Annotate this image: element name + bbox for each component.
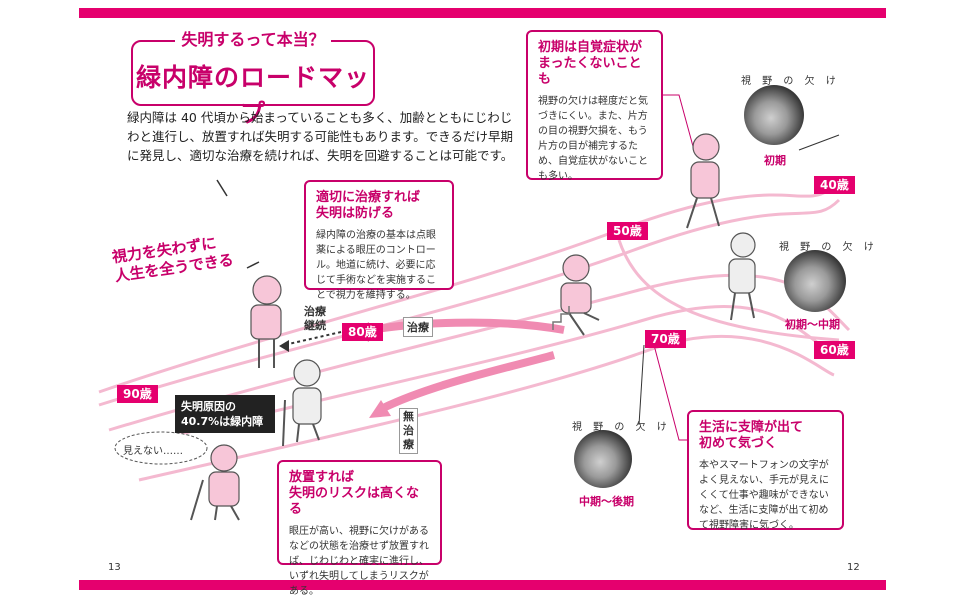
no-treatment-arrowhead (369, 400, 391, 418)
vision-lens-late (574, 430, 632, 488)
intro-text: 緑内障は 40 代頃から始まっていることも多く、加齢とともにじわじわと進行し、放… (127, 110, 514, 163)
speech-bubble (114, 431, 208, 465)
stage-early-label: 初期 (764, 154, 786, 167)
card-treat: 適切に治療すれば 失明は防げる 緑内障の治療の基本は点眼薬による眼圧のコントロー… (304, 180, 454, 301)
figure-60s-head (730, 232, 756, 258)
vision-lens-early (744, 85, 804, 145)
card-early-title: 初期は自覚症状が まったくないことも (538, 40, 643, 87)
speech-text: 見えない…… (123, 446, 183, 457)
figure-90s-head (293, 359, 321, 387)
road-line-4 (118, 304, 840, 452)
treatment-arrow (358, 318, 565, 336)
card-life: 生活に支障が出て 初めて気づく 本やスマートフォンの文字がよく見えない、手元が見… (687, 410, 844, 531)
age-marker-80: 80歳 (342, 323, 383, 341)
figure-blind-legs (190, 479, 240, 521)
figure-40s-head (692, 133, 720, 161)
stage-mid-label: 初期〜中期 (785, 318, 840, 331)
figure-90s-body (292, 387, 322, 425)
roadmap-illustration (98, 94, 851, 521)
figure-90s-legs (282, 399, 320, 447)
stairs (552, 306, 570, 330)
figure-80s-legs (258, 339, 275, 368)
book-spread: 失明するって本当？ 緑内障のロードマップ 緑内障は 40 代頃から始まっているこ… (79, 0, 886, 600)
age-marker-50: 50歳 (607, 222, 648, 240)
continue-arrow (283, 331, 342, 346)
no-treatment-arrow (377, 351, 556, 414)
page-number-right: 12 (847, 562, 860, 573)
treatment-tag: 治療 (403, 317, 433, 337)
figure-70s-body (560, 282, 592, 314)
figure-60s-legs (730, 292, 755, 321)
lens-caption-early: 視 野 の 欠 け (741, 76, 840, 87)
title-box: 失明するって本当？ 緑内障のロードマップ (131, 30, 375, 128)
continue-arrowhead (279, 340, 289, 352)
card-early: 初期は自覚症状が まったくないことも 視野の欠けは軽度だと気づきにくい。また、片… (526, 30, 663, 182)
page-number-left: 13 (108, 562, 121, 573)
road-line-5 (138, 334, 835, 482)
age-marker-90: 90歳 (117, 385, 158, 403)
age-marker-60: 60歳 (814, 341, 855, 359)
lens-caption-mid: 視 野 の 欠 け (779, 242, 878, 253)
figure-60s-body (728, 258, 756, 294)
card-life-title: 生活に支障が出て 初めて気づく (699, 420, 804, 451)
lens-caption-late: 視 野 の 欠 け (572, 422, 671, 433)
cause-badge: 失明原因の 40.7%は緑内障 (175, 395, 275, 433)
card-treat-title: 適切に治療すれば 失明は防げる (316, 190, 421, 221)
top-band (79, 8, 886, 18)
figure-40s-legs (686, 197, 720, 229)
sparkle-1 (216, 179, 228, 197)
figure-40s-body (690, 161, 720, 199)
leader-late (638, 344, 645, 426)
vision-lens-mid (784, 250, 846, 312)
figure-80s-body (250, 304, 282, 340)
card-neglect-title: 放置すれば 失明のリスクは高くなる (289, 470, 420, 517)
figure-blind-head (210, 444, 238, 472)
card-early-body: 視野の欠けは軽度だと気づきにくい。また、片方の目の視野欠損を、もう片方の目が補完… (538, 96, 648, 182)
leader-early (798, 134, 840, 151)
figure-blind-body (208, 471, 240, 507)
road-line-1 (98, 188, 830, 394)
card-neglect-body: 眼圧が高い、視野に欠けがあるなどの状態を治療せず放置すれば、じわじわと確実に進行… (289, 526, 429, 597)
figure-70s-head (562, 254, 590, 282)
card-treat-body: 緑内障の治療の基本は点眼薬による眼圧のコントロール。地道に続け、必要に応じて手術… (316, 230, 436, 301)
subtitle: 失明するって本当？ (175, 30, 331, 49)
card-life-body: 本やスマートフォンの文字がよく見えない、手元が見えにくくて仕事や趣味ができないな… (699, 460, 829, 531)
card-neglect: 放置すれば 失明のリスクは高くなる 眼圧が高い、視野に欠けがあるなどの状態を治療… (277, 460, 442, 597)
age-marker-70: 70歳 (645, 330, 686, 348)
bottom-band (79, 580, 886, 590)
figure-70s-legs (568, 312, 600, 336)
road-line-6 (617, 239, 840, 342)
age-marker-40: 40歳 (814, 176, 855, 194)
figure-80s-head (252, 275, 282, 305)
sparkle-2 (246, 261, 260, 269)
page-title: 緑内障のロードマップ (135, 63, 370, 128)
no-treatment-tag: 無 治 療 (399, 408, 418, 454)
continue-label: 治療 継続 (304, 305, 326, 332)
stage-late-label: 中期〜後期 (579, 495, 634, 508)
